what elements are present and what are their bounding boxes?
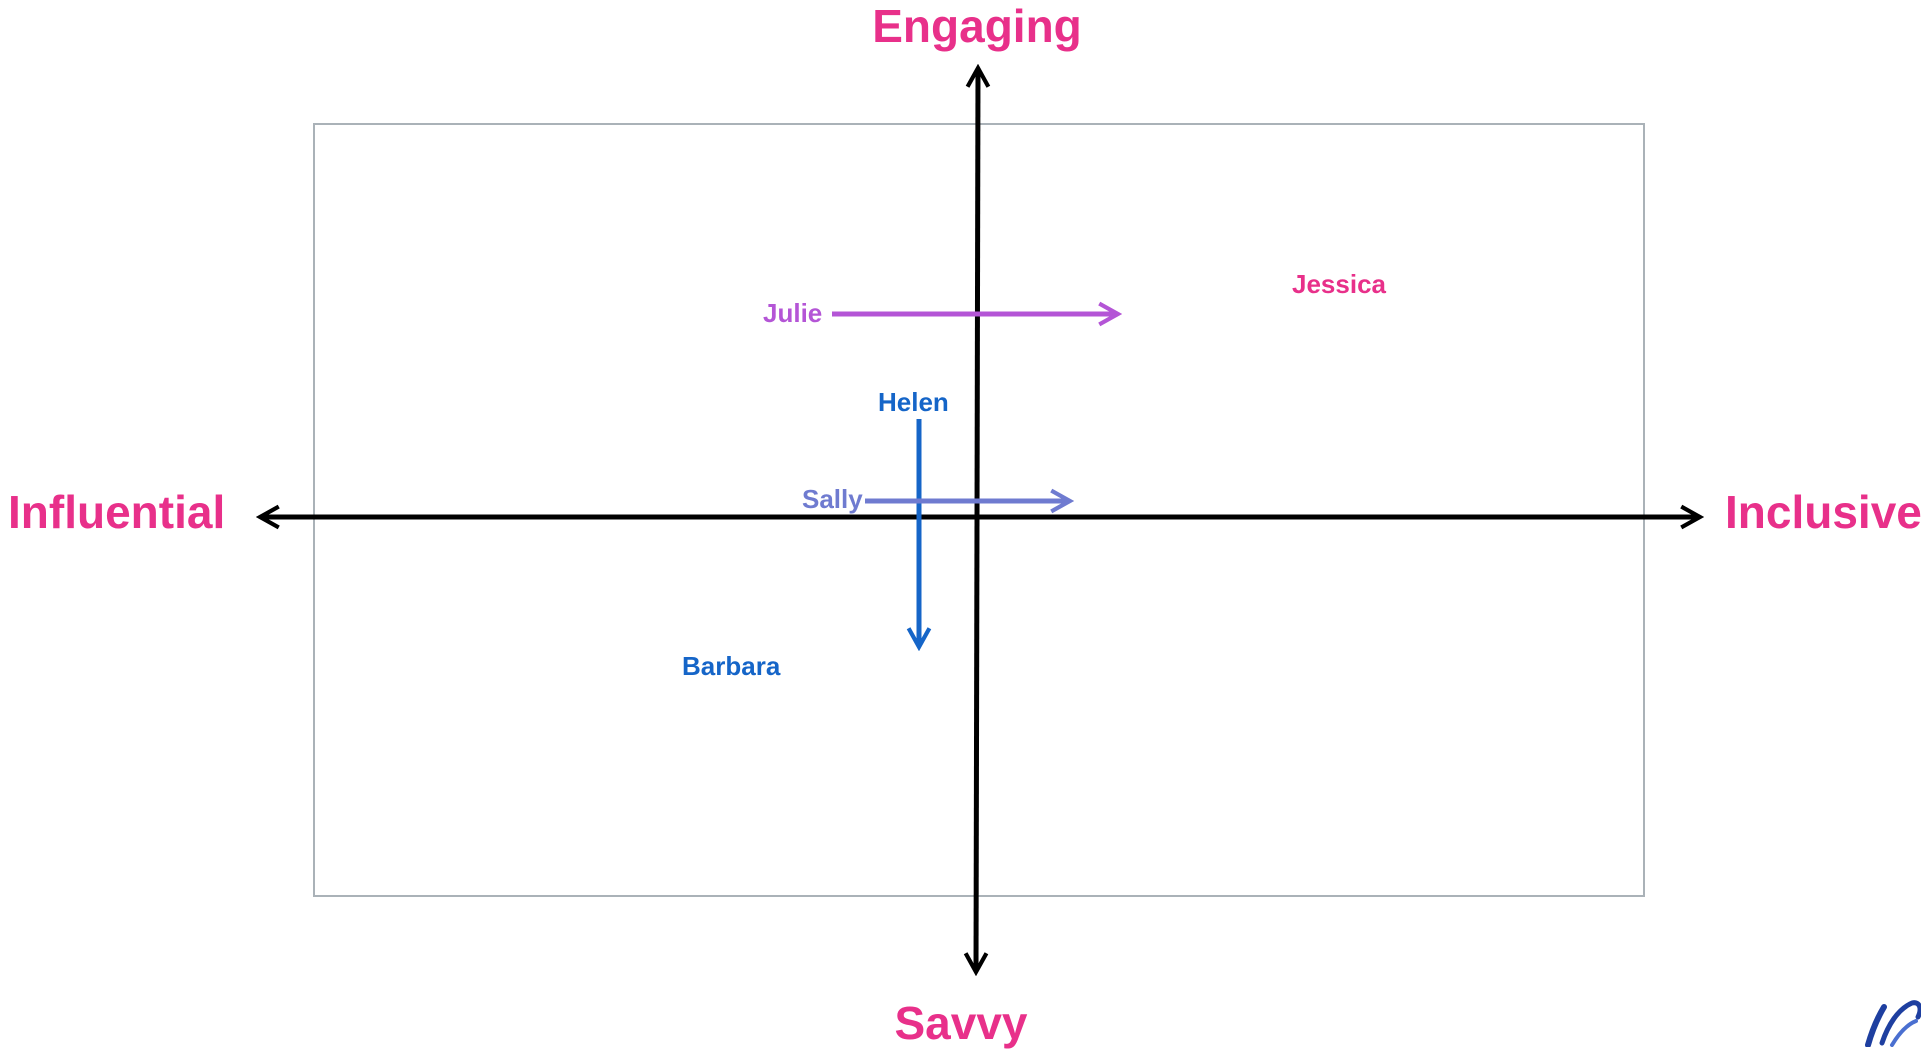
vertical-axis [976,68,978,972]
logo-icon [1862,995,1921,1047]
person-label-sally: Sally [802,484,863,514]
person-label-jessica: Jessica [1292,269,1386,299]
axis-label-left: Influential [8,486,226,538]
axis-label-top: Engaging [872,0,1082,52]
person-label-barbara: Barbara [682,651,781,681]
axis-label-bottom: Savvy [894,997,1028,1049]
axis-label-right: Inclusive [1725,486,1921,538]
person-label-helen: Helen [878,387,949,417]
person-label-julie: Julie [763,298,823,328]
